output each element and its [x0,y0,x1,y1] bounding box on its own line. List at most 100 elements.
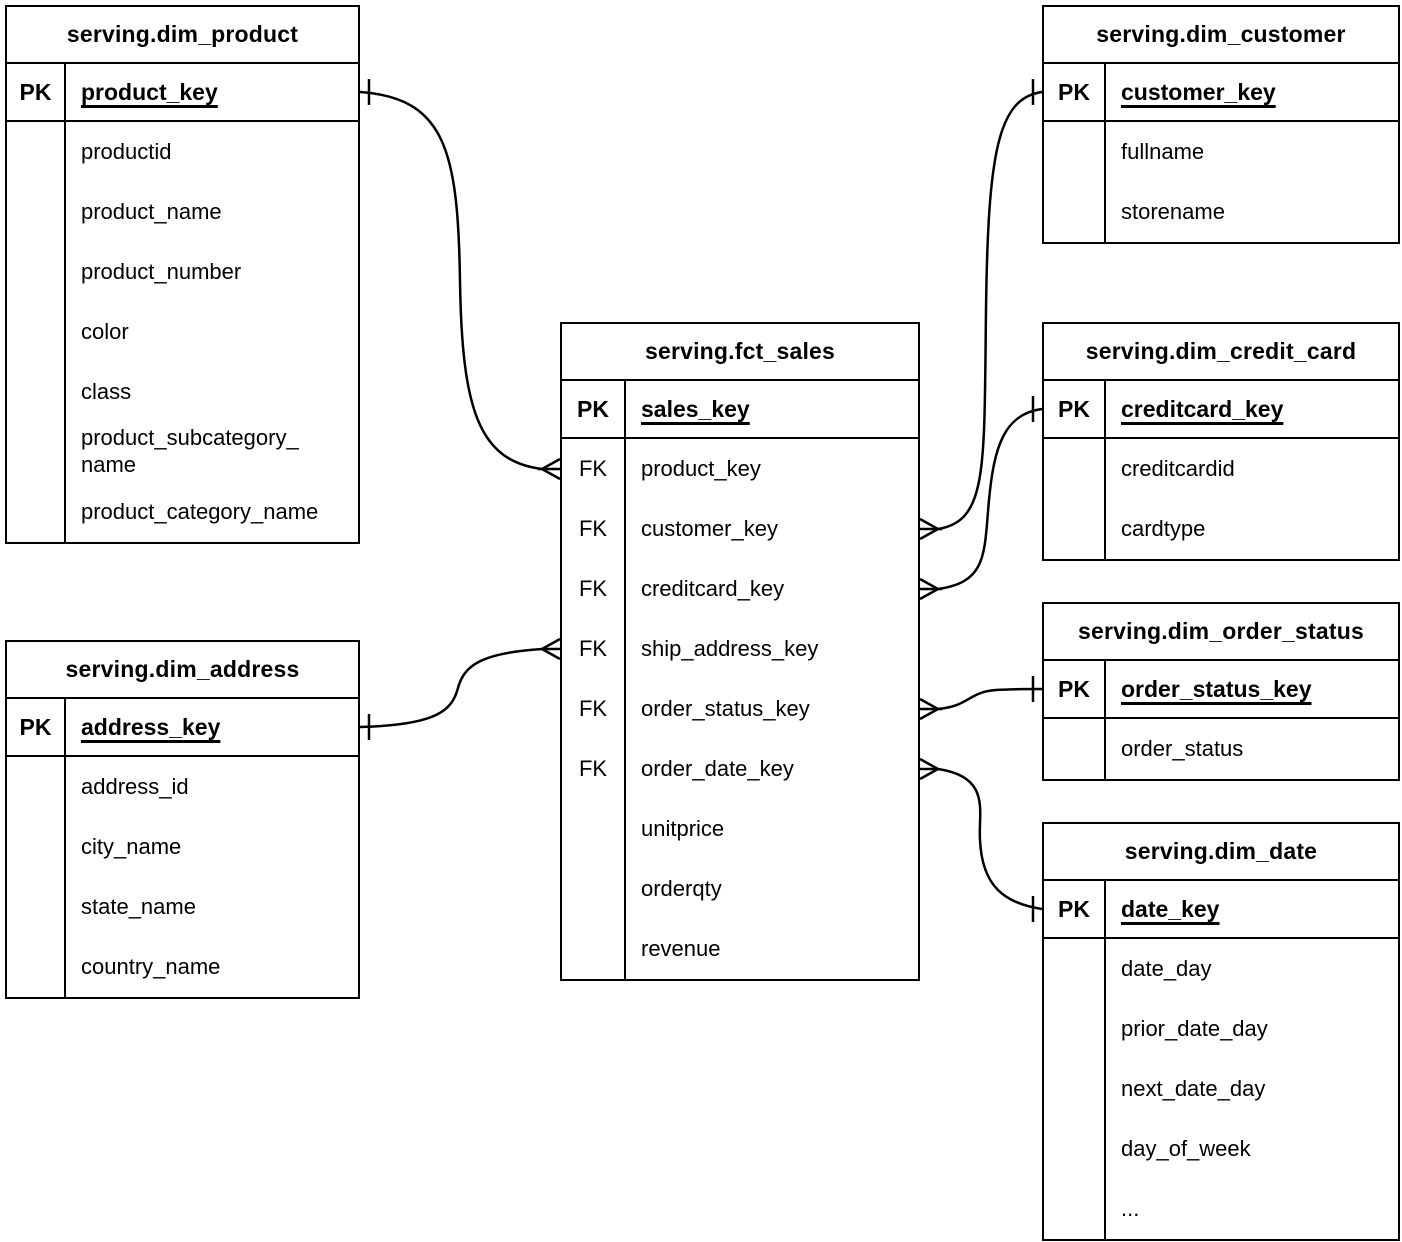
field-row: product_name [7,182,358,242]
field-name-label: product_subcategory_name [81,425,299,477]
field-row: productid [7,122,358,182]
fk-tag-label: FK [578,576,608,601]
field-row: product_category_name [7,482,358,542]
relationship-customer [919,79,1043,541]
field-name-label: day_of_week [1121,1135,1251,1161]
key-tag-empty [562,799,626,859]
field-list: fullname storename [1044,122,1398,242]
key-tag-empty [1044,182,1106,242]
crows-foot-many-marker [537,457,561,481]
pk-field-label: product_key [81,78,218,105]
crows-foot-many-marker [919,757,943,781]
relationship-line [937,687,1043,711]
pk-tag: PK [7,64,66,120]
field-name-label: date_day [1121,955,1212,981]
field-row: color [7,302,358,362]
field-name: order_status_key [626,679,918,739]
pk-field-label: customer_key [1121,78,1276,105]
pk-field-label: address_key [81,713,221,740]
field-name-label: state_name [81,893,196,919]
table-title-label: serving.dim_address [65,656,300,682]
field-name-label: order_status_key [641,695,810,721]
field-name-label: order_date_key [641,755,794,781]
key-tag-empty [1044,1179,1106,1239]
relationship-order-date [919,757,1043,922]
table-title-label: serving.dim_product [66,21,299,47]
field-name-label: ship_address_key [641,635,819,661]
field-name: order_status [1106,719,1398,779]
field-name: storename [1106,182,1398,242]
field-name: product_key [626,439,918,499]
field-row: revenue [562,919,918,979]
field-row: FK order_status_key [562,679,918,739]
key-tag-empty [1044,939,1106,999]
primary-key-row: PK product_key [7,64,358,122]
field-name-label: fullname [1121,138,1205,164]
field-name: color [66,302,358,362]
field-name: product_category_name [66,482,358,542]
key-tag-empty [1044,439,1106,499]
field-row: date_day [1044,939,1398,999]
relationship-ship-address [359,637,561,740]
table-title: serving.dim_address [7,642,358,699]
field-name: product_name [66,182,358,242]
fk-tag-label: FK [578,696,608,721]
pk-tag-label: PK [19,78,52,105]
field-name: revenue [626,919,918,979]
field-row: city_name [7,817,358,877]
field-name: ... [1106,1179,1398,1239]
relationship-product [359,79,561,481]
pk-field: creditcard_key [1106,381,1398,437]
pk-field: order_status_key [1106,661,1398,717]
pk-field: customer_key [1106,64,1398,120]
key-tag-empty [7,937,66,997]
table-title: serving.fct_sales [562,324,918,381]
field-name: ship_address_key [626,619,918,679]
key-tag-empty [7,482,66,542]
field-name-label: product_category_name [81,498,319,524]
fk-tag: FK [562,619,626,679]
pk-tag: PK [562,381,626,437]
field-name: orderqty [626,859,918,919]
relationship-line [937,767,1043,911]
key-tag-empty [7,817,66,877]
field-name: date_day [1106,939,1398,999]
key-tag-empty [7,302,66,362]
key-tag-empty [562,919,626,979]
field-row: fullname [1044,122,1398,182]
key-tag-empty [7,877,66,937]
field-row: creditcardid [1044,439,1398,499]
field-name: state_name [66,877,358,937]
key-tag-empty [1044,999,1106,1059]
field-name-label: order_status [1121,735,1244,761]
field-row: product_number [7,242,358,302]
key-tag-empty [1044,1119,1106,1179]
field-name-label: orderqty [641,875,722,901]
key-tag-empty [7,242,66,302]
field-row: next_date_day [1044,1059,1398,1119]
field-name: country_name [66,937,358,997]
key-tag-empty [1044,499,1106,559]
table-title-label: serving.dim_order_status [1077,618,1364,644]
field-name: unitprice [626,799,918,859]
table-title: serving.dim_date [1044,824,1398,881]
field-name: day_of_week [1106,1119,1398,1179]
table-title: serving.dim_credit_card [1044,324,1398,381]
key-tag-empty [562,859,626,919]
table-title-label: serving.dim_credit_card [1085,338,1357,364]
key-tag-empty [1044,1059,1106,1119]
